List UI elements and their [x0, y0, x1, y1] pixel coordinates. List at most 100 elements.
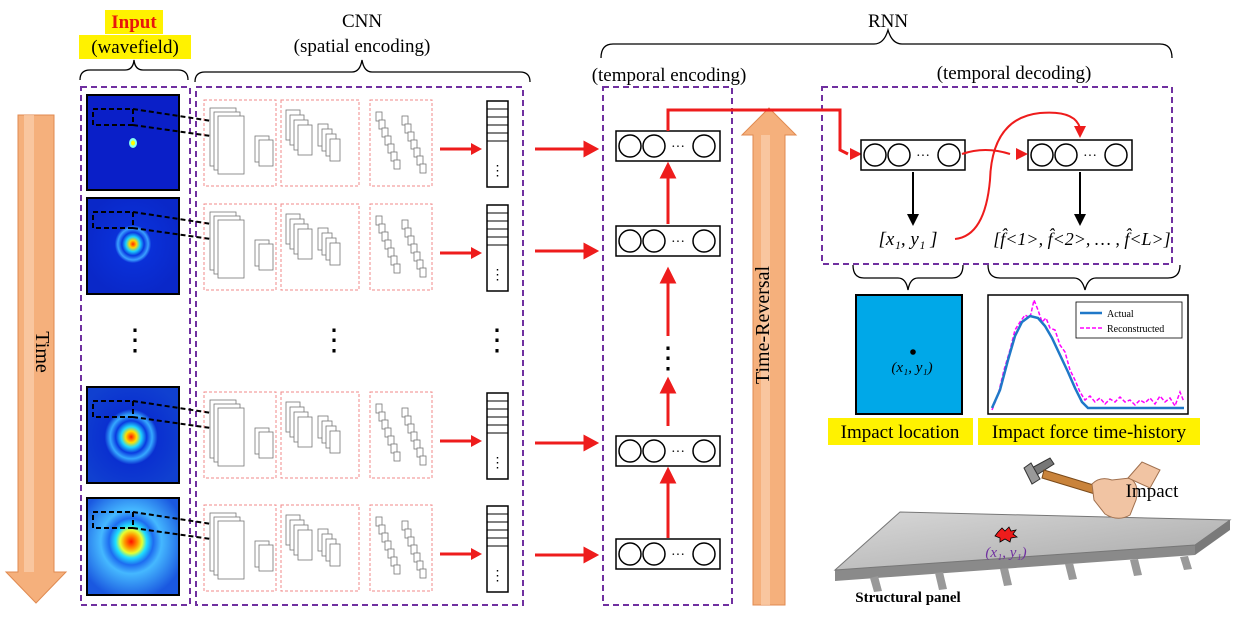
- rnn-unit: [642, 542, 666, 566]
- feature-map: [419, 267, 427, 278]
- rnn-hdots: ···: [916, 149, 930, 164]
- decoder-cell-force: ···: [1027, 139, 1133, 171]
- rnn-unit: [618, 134, 642, 158]
- rnn-unit: [618, 542, 642, 566]
- cnn-brace: [194, 59, 531, 83]
- feature-map: [297, 529, 313, 561]
- vector-vdots: ⋮: [491, 268, 505, 283]
- rnn-brace: [600, 27, 1173, 59]
- cnn-rows: ⋮ ⋮ ⋮ ⋮: [203, 99, 509, 593]
- impact-force-label: Impact force time-history: [992, 422, 1187, 443]
- impact-location-highlight: [828, 418, 973, 445]
- conv-block: [280, 99, 360, 187]
- conv-block: [203, 504, 277, 592]
- feature-map: [329, 543, 341, 567]
- rnn-unit: [618, 439, 642, 463]
- structural-panel: [833, 511, 1232, 592]
- cnn-arrowhead: [471, 247, 482, 259]
- rnn-unit: [1104, 143, 1128, 167]
- feature-map: [393, 451, 401, 462]
- impact-force-highlight: [978, 418, 1200, 445]
- cnn-arrowhead: [471, 143, 482, 155]
- input-vdots: ⋮: [120, 324, 150, 357]
- decoder-arrows: [907, 111, 1086, 240]
- encoder-cell-4: ···: [615, 538, 721, 570]
- temporal-decoding-label: (temporal decoding): [937, 63, 1092, 84]
- time-reversal-arrow-icon: [740, 107, 798, 606]
- cnn-label: CNN: [342, 11, 382, 32]
- cnn-dashed-box: [195, 86, 524, 606]
- receptive-field-lines: [92, 108, 226, 542]
- impact-spot-icon: [994, 526, 1018, 543]
- wavefield-label-highlight: [79, 35, 191, 59]
- feature-map: [217, 219, 245, 279]
- input-label: Input: [111, 12, 157, 33]
- impact-point-icon: [910, 349, 916, 355]
- impact-location-label: Impact location: [841, 422, 960, 443]
- feature-map: [258, 544, 274, 572]
- rnn-unit: [642, 134, 666, 158]
- wavefield-frame-3: [86, 386, 180, 484]
- cnn-row-3: ⋮: [203, 391, 509, 480]
- feature-map: [393, 263, 401, 274]
- rnn-hdots: ···: [671, 445, 685, 460]
- feature-map: [217, 407, 245, 467]
- feature-map: [217, 115, 245, 175]
- flattened-vector: [486, 100, 509, 188]
- force-output-text: [f̂<1>, f̂<2>, … , f̂<L>]: [993, 228, 1170, 249]
- location-output-text: [x₁, y₁ ]: [878, 229, 937, 250]
- rnn-unit: [1030, 143, 1054, 167]
- rnn-unit: [618, 229, 642, 253]
- feature-map: [329, 430, 341, 454]
- vector-vdots: ⋮: [491, 569, 505, 584]
- impact-label: Impact: [1126, 481, 1179, 502]
- rnn-hdots: ···: [671, 548, 685, 563]
- conv-block: [203, 99, 277, 187]
- rnn-unit: [1054, 143, 1078, 167]
- feature-map: [419, 455, 427, 466]
- cnn-to-rnn-arrows: [535, 140, 600, 564]
- rnn-unit: [642, 229, 666, 253]
- conv-block: [203, 391, 277, 479]
- input-brace: [79, 59, 189, 81]
- feature-map: [419, 163, 427, 174]
- encoder-cell-3: ···: [615, 435, 721, 467]
- input-label-highlight: [105, 10, 163, 34]
- feature-map: [297, 416, 313, 448]
- hand-icon: [1091, 461, 1161, 519]
- encoder-to-decoder-arrowhead: [850, 148, 862, 160]
- conv-block: [369, 504, 433, 592]
- flattened-vector: [486, 204, 509, 292]
- rnn-hdots: ···: [671, 140, 685, 155]
- rnn-unit: [863, 143, 887, 167]
- vector-vdots: ⋮: [491, 164, 505, 179]
- encoder-cell-2: ···: [615, 225, 721, 257]
- rnn-hdots: ···: [1083, 149, 1097, 164]
- rnn-unit: [692, 439, 716, 463]
- conv-block: [369, 391, 433, 479]
- rnn-unit: [692, 229, 716, 253]
- legend-reconstructed: Reconstructed: [1107, 324, 1164, 335]
- rnn-label: RNN: [868, 11, 908, 32]
- cnn-row-2: ⋮: [203, 203, 509, 292]
- legend-actual: Actual: [1107, 309, 1134, 320]
- structural-panel-label: Structural panel: [855, 590, 960, 606]
- conv-block: [369, 99, 433, 187]
- cnn-vdots-2: ⋮: [482, 324, 512, 357]
- decoder-cells: ··· ···: [860, 139, 1133, 171]
- feature-map: [419, 568, 427, 579]
- cnn-row-4: ⋮: [203, 504, 509, 593]
- feature-map: [217, 520, 245, 580]
- rnn-unit: [692, 134, 716, 158]
- rnn-unit: [642, 439, 666, 463]
- spatial-encoding-label: (spatial encoding): [294, 36, 431, 57]
- flattened-vector: [486, 505, 509, 593]
- conv-block: [280, 504, 360, 592]
- feature-map: [393, 564, 401, 575]
- feature-map: [297, 124, 313, 156]
- time-reversal-label: Time-Reversal: [752, 265, 774, 384]
- encoder-cell-1: ···: [615, 130, 721, 162]
- feature-map: [258, 243, 274, 271]
- conv-block: [280, 203, 360, 291]
- encoder-to-decoder-arrow: [666, 108, 849, 156]
